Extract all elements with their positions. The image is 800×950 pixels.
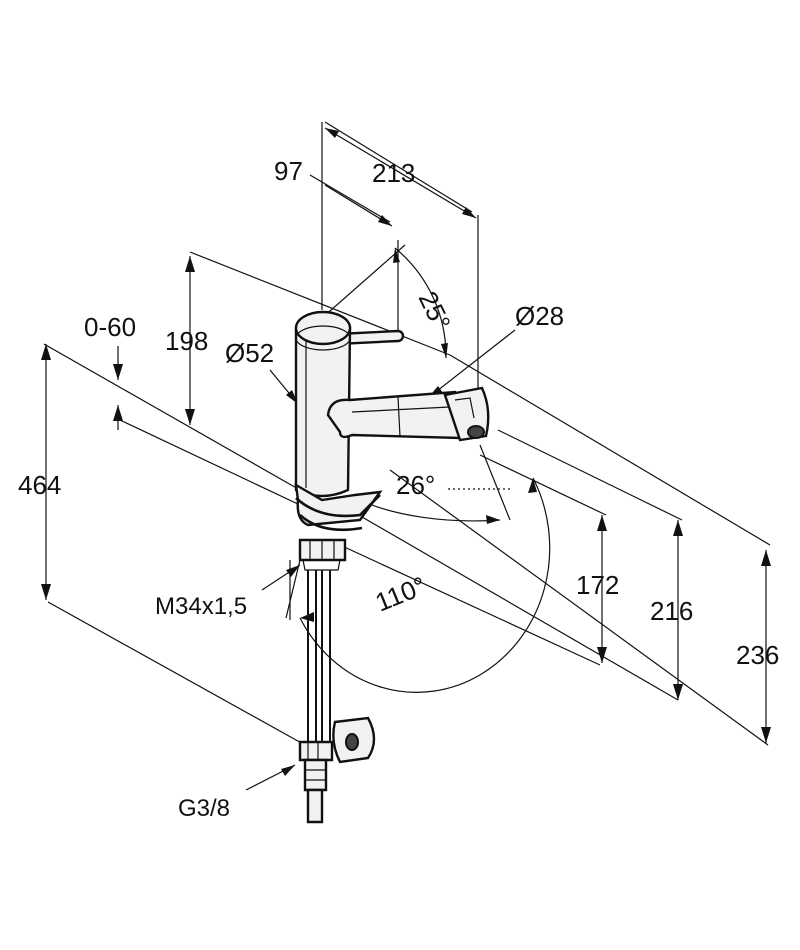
extension-lines bbox=[43, 121, 771, 746]
dim-198: 198 bbox=[165, 326, 208, 356]
dim-26-degrees: 26° bbox=[396, 470, 435, 500]
dimension-labels: 97 213 25° Ø28 0-60 198 Ø52 464 26° 172 … bbox=[18, 156, 779, 822]
dim-110-degrees: 110° bbox=[371, 570, 430, 617]
faucet-body bbox=[294, 310, 490, 824]
hose-connector bbox=[298, 740, 334, 762]
dim-diameter-28: Ø28 bbox=[515, 301, 564, 331]
dim-236: 236 bbox=[736, 640, 779, 670]
dim-diameter-52: Ø52 bbox=[225, 338, 274, 368]
lever-handle bbox=[336, 329, 405, 346]
body-top-cap bbox=[294, 310, 352, 346]
dim-216: 216 bbox=[650, 596, 693, 626]
connection-label: G3/8 bbox=[178, 795, 230, 822]
dim-464: 464 bbox=[18, 470, 61, 500]
dim-172: 172 bbox=[576, 570, 619, 600]
dimension-arrows bbox=[41, 127, 771, 743]
leader-lines bbox=[245, 329, 516, 791]
spray-head-outlet bbox=[467, 425, 485, 439]
dim-97: 97 bbox=[274, 156, 303, 186]
angle-arcs bbox=[285, 244, 551, 693]
dim-25-degrees: 25° bbox=[413, 286, 457, 334]
dim-213: 213 bbox=[372, 158, 415, 188]
spout bbox=[326, 390, 462, 440]
dim-0-60: 0-60 bbox=[84, 312, 136, 342]
thread-label: M34x1,5 bbox=[155, 593, 247, 620]
